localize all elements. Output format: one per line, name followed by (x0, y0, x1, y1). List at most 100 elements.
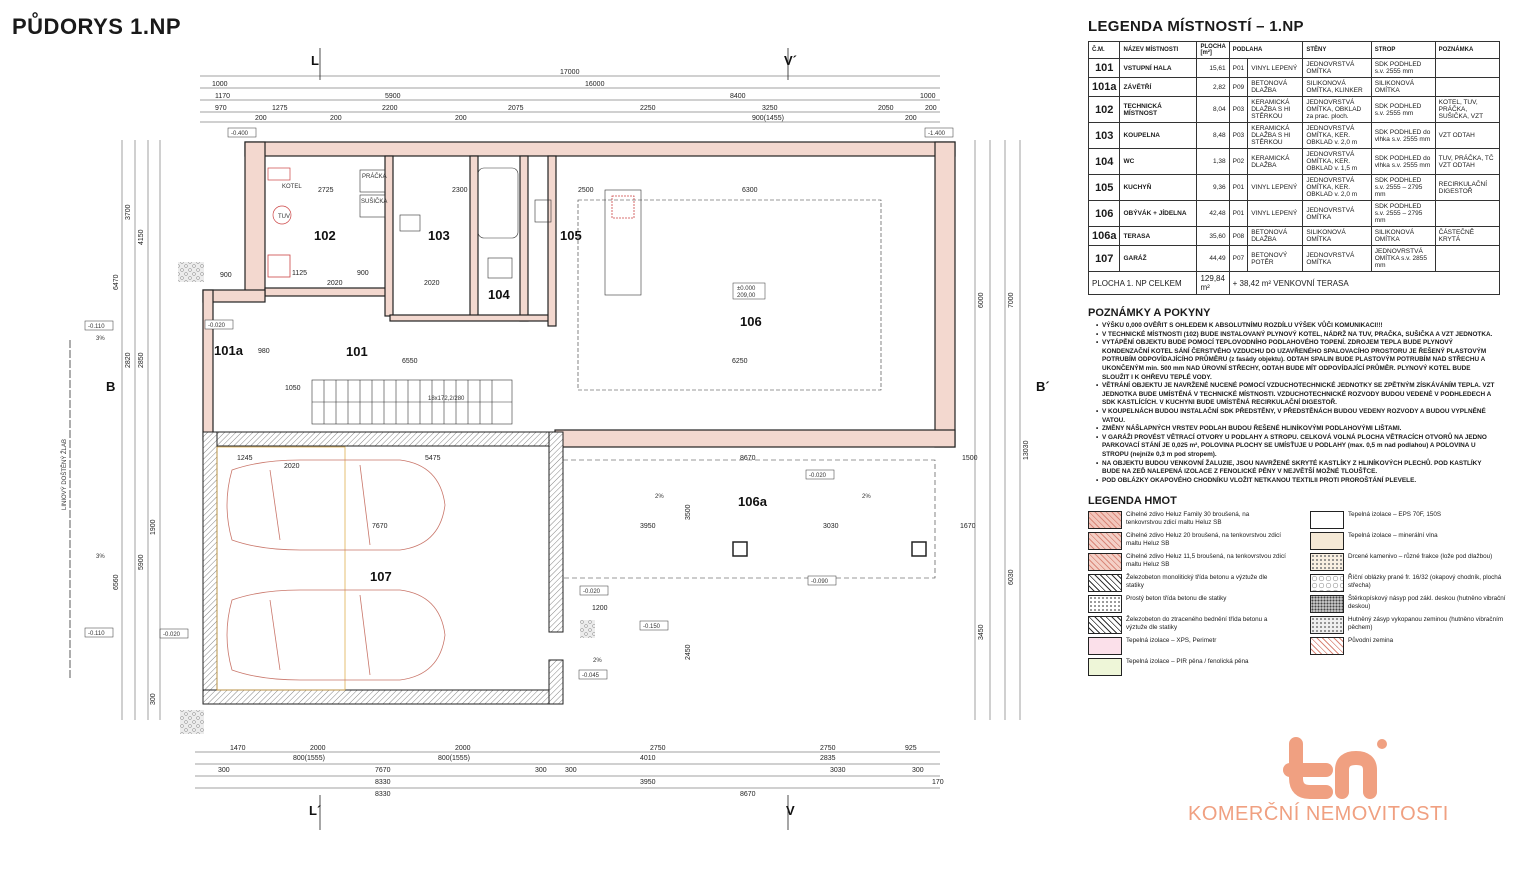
cell-area: 1,38 (1196, 148, 1230, 175)
svg-text:2450: 2450 (685, 644, 692, 660)
column (732, 541, 748, 557)
dim-top: 3250 (762, 105, 778, 112)
cell-num: 102 (1087, 96, 1121, 123)
material-item: Cihelné zdivo Heluz Family 30 broušená, … (1088, 511, 1286, 530)
material-swatch (1088, 511, 1122, 530)
cell-ceiling: SDK PODHLED s.v. 2555 – 2795 mm (1370, 174, 1436, 201)
house-walls (202, 141, 956, 448)
material-swatch (1088, 616, 1122, 635)
material-item: Tepelná izolace – PIR pěna / fenolická p… (1088, 658, 1286, 677)
materials-right-column: Tepelná izolace – EPS 70F, 150S Tepelná i… (1310, 511, 1508, 679)
notes-title: POZNÁMKY A POKYNY (1088, 307, 1211, 319)
note-item: ZMĚNY NÁŠLAPNÝCH VRSTEV PODLAH BUDOU ŘEŠ… (1096, 425, 1498, 434)
note-item: V GARÁŽI PROVÉST VĚTRACÍ OTVORY U PODLAH… (1096, 434, 1498, 460)
section-B: B (106, 379, 115, 394)
material-swatch (1088, 532, 1122, 551)
cell-floor-code: P01 (1228, 58, 1249, 78)
dim-top: 2050 (878, 105, 894, 112)
gravel-patch (178, 262, 204, 282)
cell-name: OBÝVÁK + JÍDELNA (1119, 200, 1198, 227)
susicka-label: SUŠIČKA (361, 198, 387, 205)
svg-text:2300: 2300 (452, 187, 468, 194)
room-label-101: 101 (346, 344, 368, 359)
cell-note (1434, 58, 1501, 78)
cell-area: 2,82 (1196, 77, 1230, 97)
staircase (311, 379, 513, 425)
material-label: Říční oblázky prané fr. 16/32 (okapový c… (1348, 574, 1502, 589)
note-item: VÝŠKU 0,000 OVĚŘIT S OHLEDEM K ABSOLUTNÍ… (1096, 322, 1498, 331)
room-label-107: 107 (370, 569, 392, 584)
garage-walls (202, 431, 564, 705)
svg-text:-1.400: -1.400 (928, 131, 946, 137)
right-dim-labels: 6000 7000 13030 3450 6030 (978, 292, 1030, 640)
rooms-table: Č.M. NÁZEV MÍSTNOSTI PLOCHA [m²] PODLAHA… (1087, 41, 1501, 295)
cell-name: KUCHYŇ (1119, 174, 1198, 201)
dim-top: 2250 (640, 105, 656, 112)
cell-note: ČÁSTEČNĚ KRYTÁ (1434, 226, 1501, 246)
material-item: Tepelná izolace – EPS 70F, 150S (1310, 511, 1508, 530)
svg-text:6030: 6030 (1008, 569, 1015, 585)
cell-ceiling: SDK PODHLED do vlhka s.v. 2555 mm (1370, 122, 1436, 149)
dim-top: 1170 (215, 93, 230, 100)
svg-text:300: 300 (218, 767, 230, 774)
cell-walls: JEDNOVRSTVÁ OMÍTKA, KER. OBKLAD v. 1,5 m (1302, 148, 1372, 175)
cell-area: 15,61 (1196, 58, 1230, 78)
cell-floor-code: P08 (1228, 226, 1249, 246)
cell-ceiling: JEDNOVRSTVÁ OMÍTKA s.v. 2855 mm (1370, 245, 1436, 272)
room-label-102: 102 (314, 228, 336, 243)
svg-text:2000: 2000 (455, 745, 471, 752)
dim-top: 5900 (385, 93, 401, 100)
total-row: PLOCHA 1. NP CELKEM 129,84 m² + 38,42 m²… (1087, 271, 1501, 295)
svg-text:-0.090: -0.090 (811, 579, 829, 585)
room-label-103: 103 (428, 228, 450, 243)
svg-text:-0.150: -0.150 (643, 624, 661, 630)
material-item: Tepelná izolace – XPS, Perimetr (1088, 637, 1286, 656)
living-outline (577, 199, 882, 391)
svg-text:2%: 2% (862, 494, 871, 500)
gutter-label: LINIOVÝ DOŠTĚNÝ ŽLAB (60, 439, 68, 510)
svg-text:300: 300 (912, 767, 924, 774)
note-item: NA OBJEKTU BUDOU VENKOVNÍ ŽALUZIE, JSOU … (1096, 460, 1498, 477)
notes-list: VÝŠKU 0,000 OVĚŘIT S OHLEDEM K ABSOLUTNÍ… (1088, 322, 1498, 485)
svg-text:6300: 6300 (742, 187, 758, 194)
svg-text:300: 300 (535, 767, 547, 774)
cell-area: 42,48 (1196, 200, 1230, 227)
cell-floor-code: P03 (1228, 122, 1249, 149)
note-item: VYTÁPĚNÍ OBJEKTU BUDE POMOCÍ TEPLOVODNÍH… (1096, 339, 1498, 382)
svg-text:3030: 3030 (830, 767, 846, 774)
svg-text:2020: 2020 (424, 280, 440, 287)
legend-rooms-title: LEGENDA MÍSTNOSTÍ – 1.NP (1088, 18, 1304, 35)
svg-text:6560: 6560 (113, 574, 120, 590)
total-extra: + 38,42 m² VENKOVNÍ TERASA (1228, 271, 1501, 295)
material-swatch (1088, 553, 1122, 572)
material-item: Původní zemina (1310, 637, 1508, 656)
svg-text:800(1555): 800(1555) (438, 755, 470, 762)
svg-text:3%: 3% (96, 336, 105, 342)
cell-floor-code: P01 (1228, 174, 1249, 201)
dim-top: 1000 (212, 81, 228, 88)
material-label: Tepelná izolace – minerální vlna (1348, 532, 1438, 540)
svg-text:2835: 2835 (820, 755, 836, 762)
cell-note: KOTEL, TUV, PRÁČKA, SUŠIČKA, VZT (1434, 96, 1501, 123)
cell-name: VSTUPNÍ HALA (1119, 58, 1198, 78)
dim-top: 200 (905, 115, 917, 122)
material-label: Prostý beton třída betonu dle statiky (1126, 595, 1227, 603)
dim-top: 200 (925, 105, 937, 112)
cell-note (1434, 77, 1501, 97)
dim-top: 16000 (585, 81, 605, 88)
svg-text:2750: 2750 (650, 745, 666, 752)
material-label: Tepelná izolace – EPS 70F, 150S (1348, 511, 1442, 519)
col-header: POZNÁMKA (1434, 41, 1501, 59)
material-swatch (1088, 574, 1122, 593)
room-label-106a: 106a (738, 494, 768, 509)
svg-text:-0.020: -0.020 (163, 632, 181, 638)
dim-top: 200 (330, 115, 342, 122)
material-swatch (1088, 595, 1122, 614)
material-item: Prostý beton třída betonu dle statiky (1088, 595, 1286, 614)
